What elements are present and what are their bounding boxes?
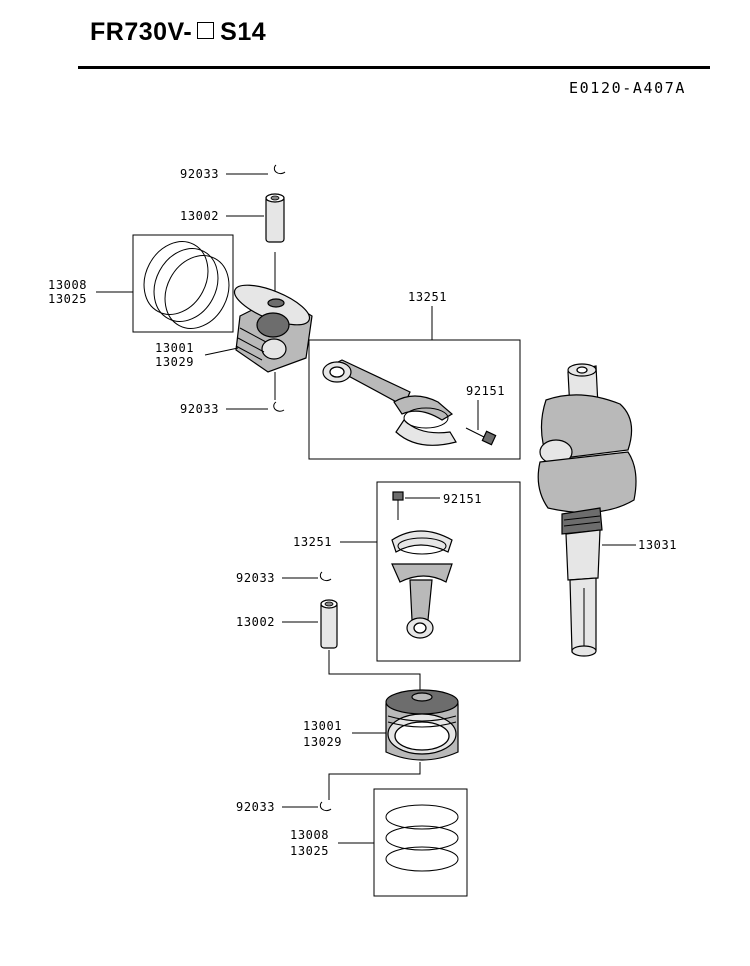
callout-pin-upper: 13002 [180, 209, 219, 223]
callout-crankshaft: 13031 [638, 538, 677, 552]
header-rule [78, 66, 710, 69]
callout-circlip-lower-top: 92033 [236, 571, 275, 585]
callout-circlip-upper-bottom: 92033 [180, 402, 219, 416]
callout-circlip-lower-bottom: 92033 [236, 800, 275, 814]
piston-rings-upper[interactable] [132, 230, 242, 339]
conrod-upper-box [308, 339, 521, 460]
model-prefix: FR730V- [90, 18, 193, 46]
callout-rings-lower-2: 13025 [290, 844, 329, 858]
piston-rings-lower[interactable] [373, 788, 468, 897]
page-title: FR730V- S14 [90, 18, 266, 47]
callout-piston-lower-2: 13029 [303, 735, 342, 749]
connecting-rod-lower[interactable] [391, 530, 453, 639]
callout-conrod-lower: 13251 [293, 535, 332, 549]
callout-piston-upper-2: 13029 [155, 355, 194, 369]
crankshaft[interactable] [537, 363, 637, 657]
callout-bolt-lower: 92151 [443, 492, 482, 506]
conrod-bolt-upper[interactable] [465, 427, 497, 446]
callout-piston-lower-1: 13001 [303, 719, 342, 733]
piston-pin-lower[interactable] [320, 599, 338, 649]
piston-lower[interactable] [385, 689, 459, 761]
piston-upper[interactable] [230, 277, 315, 373]
conrod-bolt-lower[interactable] [392, 491, 404, 520]
circlip-lower-bottom[interactable] [319, 801, 332, 812]
callout-piston-upper-1: 13001 [155, 341, 194, 355]
circlip-upper-bottom[interactable] [273, 401, 285, 412]
callout-rings-lower-1: 13008 [290, 828, 329, 842]
callout-circlip-upper-top: 92033 [180, 167, 219, 181]
circlip-upper-top[interactable] [273, 164, 286, 175]
conrod-lower-box [376, 481, 521, 662]
callout-conrod-upper: 13251 [408, 290, 447, 304]
callout-rings-upper-2: 13025 [48, 292, 87, 306]
circlip-lower-top[interactable] [319, 571, 332, 582]
model-suffix: S14 [220, 18, 267, 46]
diagram-code: E0120-A407A [569, 79, 686, 97]
model-variant-box [197, 22, 215, 39]
callout-pin-lower: 13002 [236, 615, 275, 629]
connecting-rod-upper[interactable] [322, 359, 457, 446]
callout-rings-upper-1: 13008 [48, 278, 87, 292]
piston-pin-upper[interactable] [265, 193, 285, 243]
callout-bolt-upper: 92151 [466, 384, 505, 398]
